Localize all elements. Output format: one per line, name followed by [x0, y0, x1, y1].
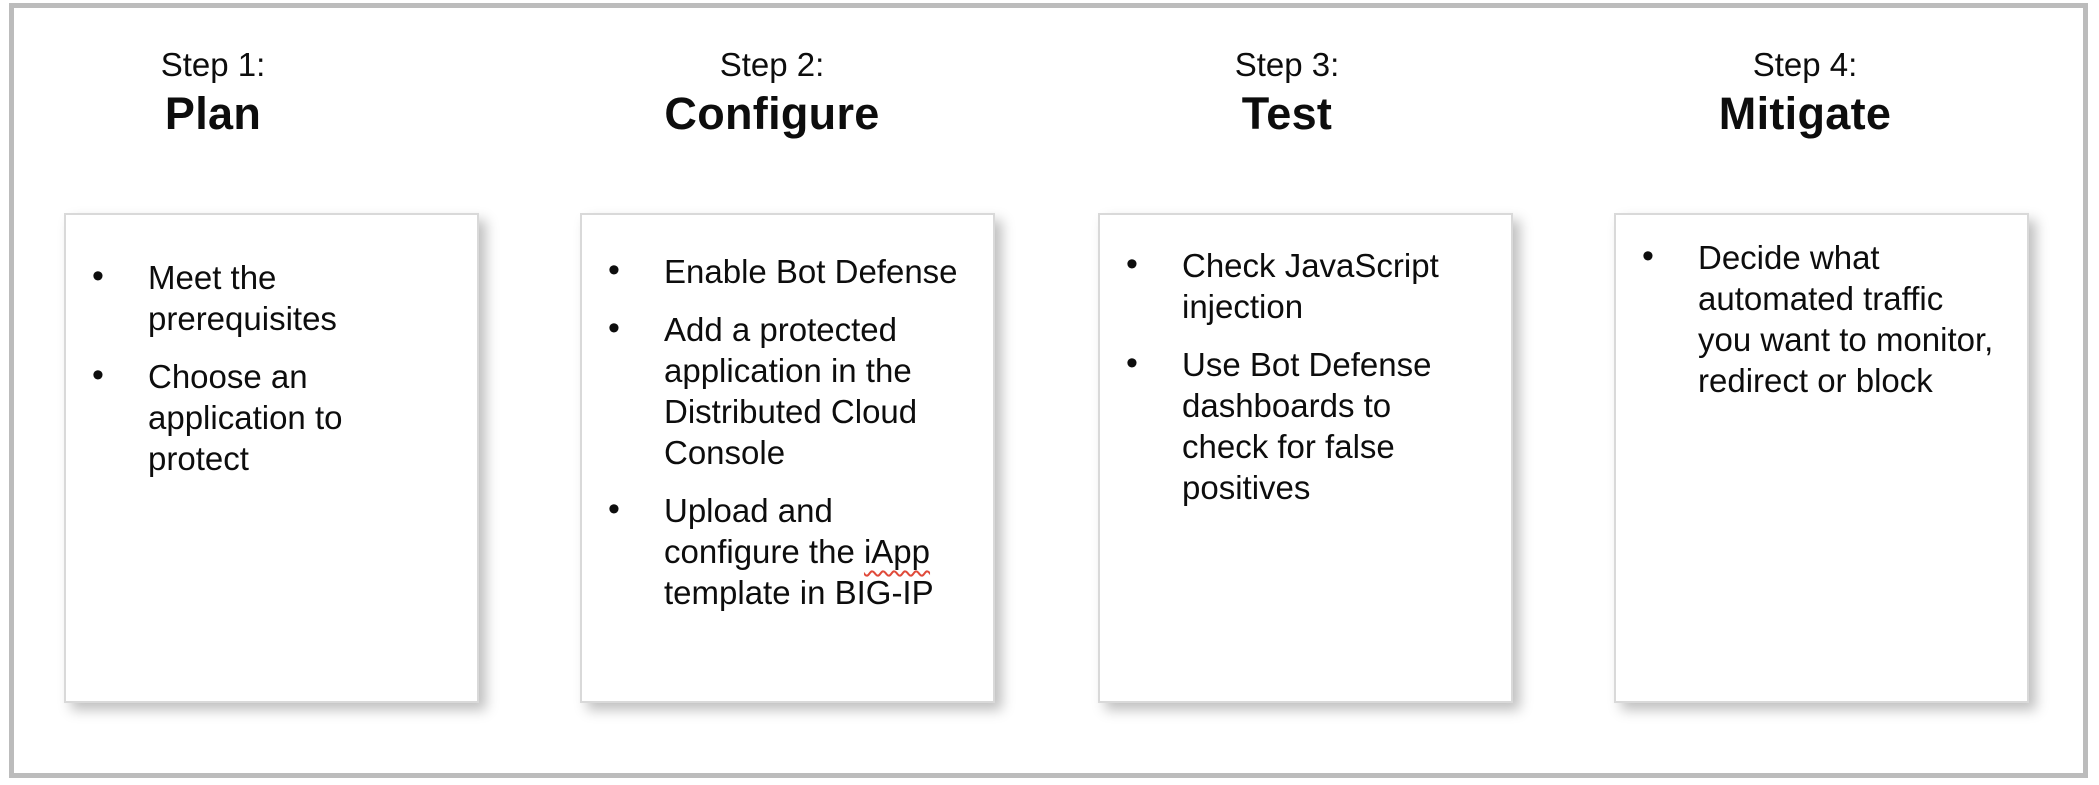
bullet-list: Check JavaScript injectionUse Bot Defens… — [1100, 215, 1511, 508]
step-card: Decide what automated traffic you want t… — [1614, 213, 2029, 703]
step-label: Step 4: — [1752, 46, 1858, 83]
step-title: Configure — [664, 88, 880, 139]
bullet-item: Use Bot Defense dashboards to check for … — [1100, 343, 1489, 508]
step-heading: Step 4: Mitigate — [1625, 44, 1985, 142]
step-label: Step 2: — [719, 46, 825, 83]
bullet-item: Upload and configure the iApp template i… — [582, 489, 971, 613]
bullet-item: Enable Bot Defense — [582, 250, 971, 292]
bullet-list: Enable Bot DefenseAdd a protected applic… — [582, 215, 993, 613]
step-heading: Step 3: Test — [1107, 44, 1467, 142]
step-title: Mitigate — [1718, 88, 1892, 139]
misspelled-word: iApp — [863, 533, 931, 570]
step-title: Test — [1241, 88, 1333, 139]
step-heading: Step 1: Plan — [33, 44, 393, 142]
step-card: Enable Bot DefenseAdd a protected applic… — [580, 213, 995, 703]
step-title: Plan — [164, 88, 262, 139]
bullet-item: Meet the prerequisites — [66, 256, 455, 339]
bullet-item: Decide what automated traffic you want t… — [1616, 236, 2005, 401]
bullet-item: Choose an application to protect — [66, 355, 455, 479]
bullet-list: Meet the prerequisitesChoose an applicat… — [66, 215, 477, 479]
step-card: Check JavaScript injectionUse Bot Defens… — [1098, 213, 1513, 703]
bullet-list: Decide what automated traffic you want t… — [1616, 215, 2027, 401]
bullet-item: Add a protected application in the Distr… — [582, 308, 971, 473]
step-label: Step 3: — [1234, 46, 1340, 83]
step-label: Step 1: — [160, 46, 266, 83]
bullet-item: Check JavaScript injection — [1100, 244, 1489, 327]
step-heading: Step 2: Configure — [592, 44, 952, 142]
step-card: Meet the prerequisitesChoose an applicat… — [64, 213, 479, 703]
